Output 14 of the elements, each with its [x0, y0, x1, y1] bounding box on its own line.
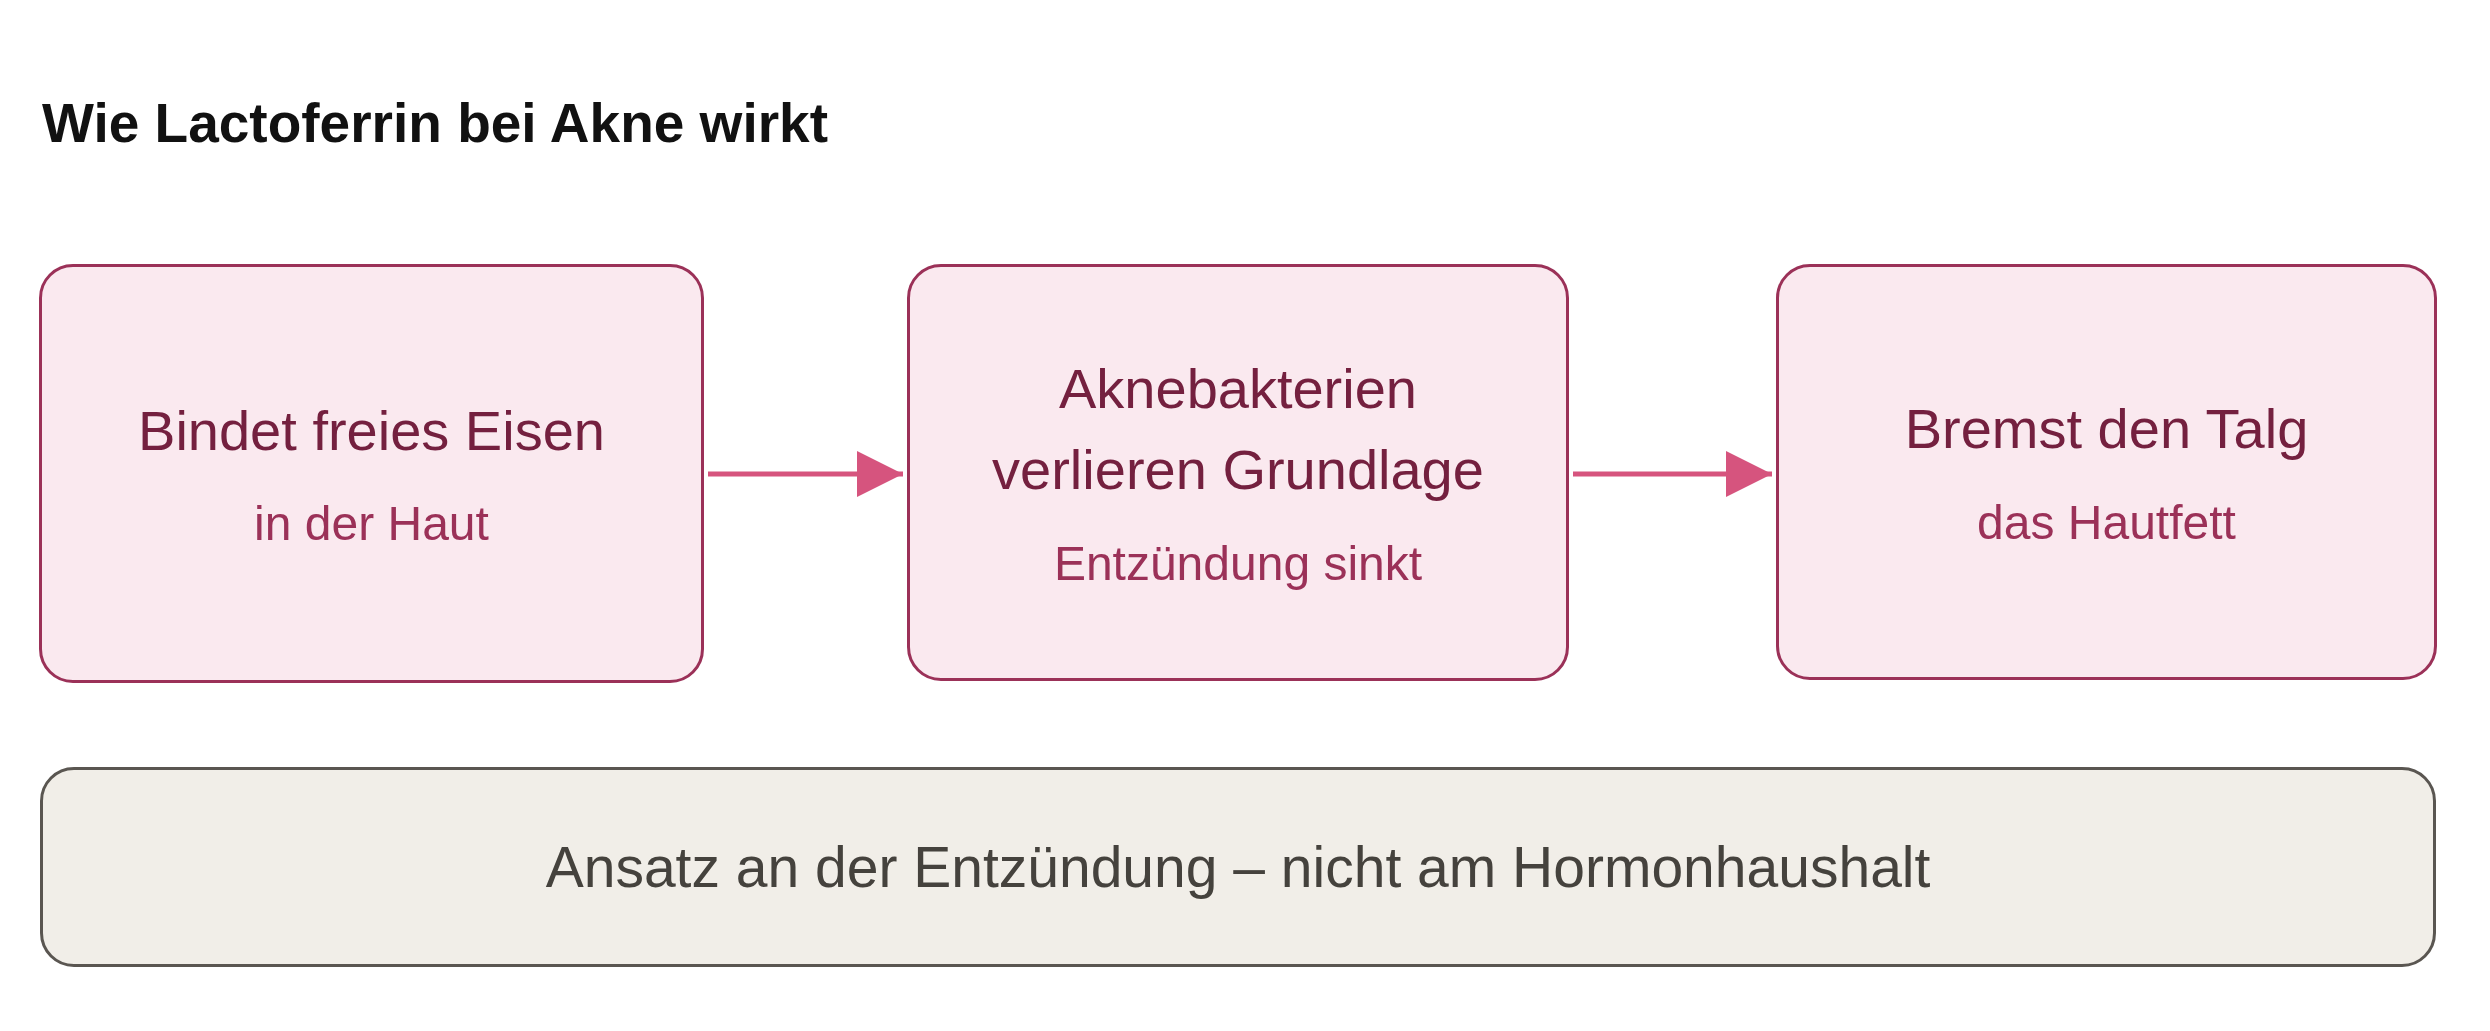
process-box	[39, 264, 704, 683]
step-note: das Hautfett	[1977, 494, 2236, 551]
step-note: Entzündung sinkt	[1053, 535, 1423, 592]
summary-box	[40, 767, 2436, 967]
arrow	[1573, 451, 1772, 497]
summary-text: Ansatz an der Entzündung – nicht am Hormonhaushalt	[545, 833, 1931, 901]
step-title: Bindet freies Eisen	[138, 397, 605, 464]
process-box	[907, 264, 1569, 681]
diagram-title: Wie Lactoferrin bei Akne wirkt	[42, 91, 828, 156]
process-box	[1776, 264, 2437, 680]
step-note: in der Haut	[254, 496, 489, 552]
step-title: Bremst den Talg	[1904, 396, 2309, 463]
step-title: Aknebakterien verlieren Grundlage	[991, 356, 1485, 504]
arrow	[708, 451, 903, 497]
